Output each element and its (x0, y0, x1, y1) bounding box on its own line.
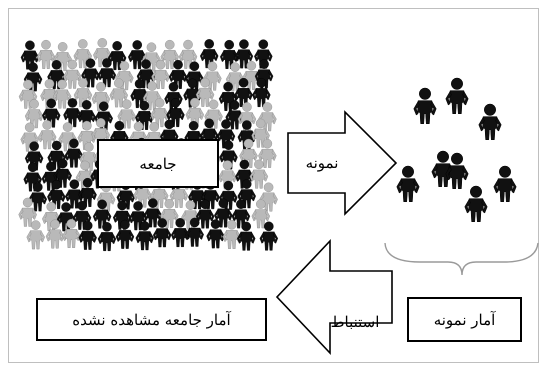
sample-group (396, 77, 517, 223)
population-label-box: جامعه (97, 139, 219, 188)
sample-person-icon (478, 103, 502, 141)
population-stats-box: آمار جامعه مشاهده نشده (36, 298, 267, 341)
population-stats-label: آمار جامعه مشاهده نشده (72, 310, 231, 329)
inference-arrow-text: استنباط (318, 305, 392, 339)
inference-arrow (275, 238, 393, 356)
sample-person-icon (445, 77, 469, 115)
sample-stats-box: آمار نمونه (407, 297, 522, 342)
sample-person-icon (413, 87, 437, 125)
sample-arrow-text: نمونه (292, 150, 352, 176)
sample-brace (384, 242, 539, 276)
sample-person-icon (396, 165, 420, 203)
sample-arrow (287, 110, 398, 216)
sample-arrow-label: نمونه (305, 154, 339, 172)
inference-arrow-label: استنباط (330, 313, 380, 331)
sample-stats-label: آمار نمونه (433, 310, 496, 329)
sample-person-icon (464, 185, 488, 223)
population-label: جامعه (139, 154, 177, 173)
sample-person-icon (493, 165, 517, 203)
sample-person-icon (445, 152, 469, 190)
